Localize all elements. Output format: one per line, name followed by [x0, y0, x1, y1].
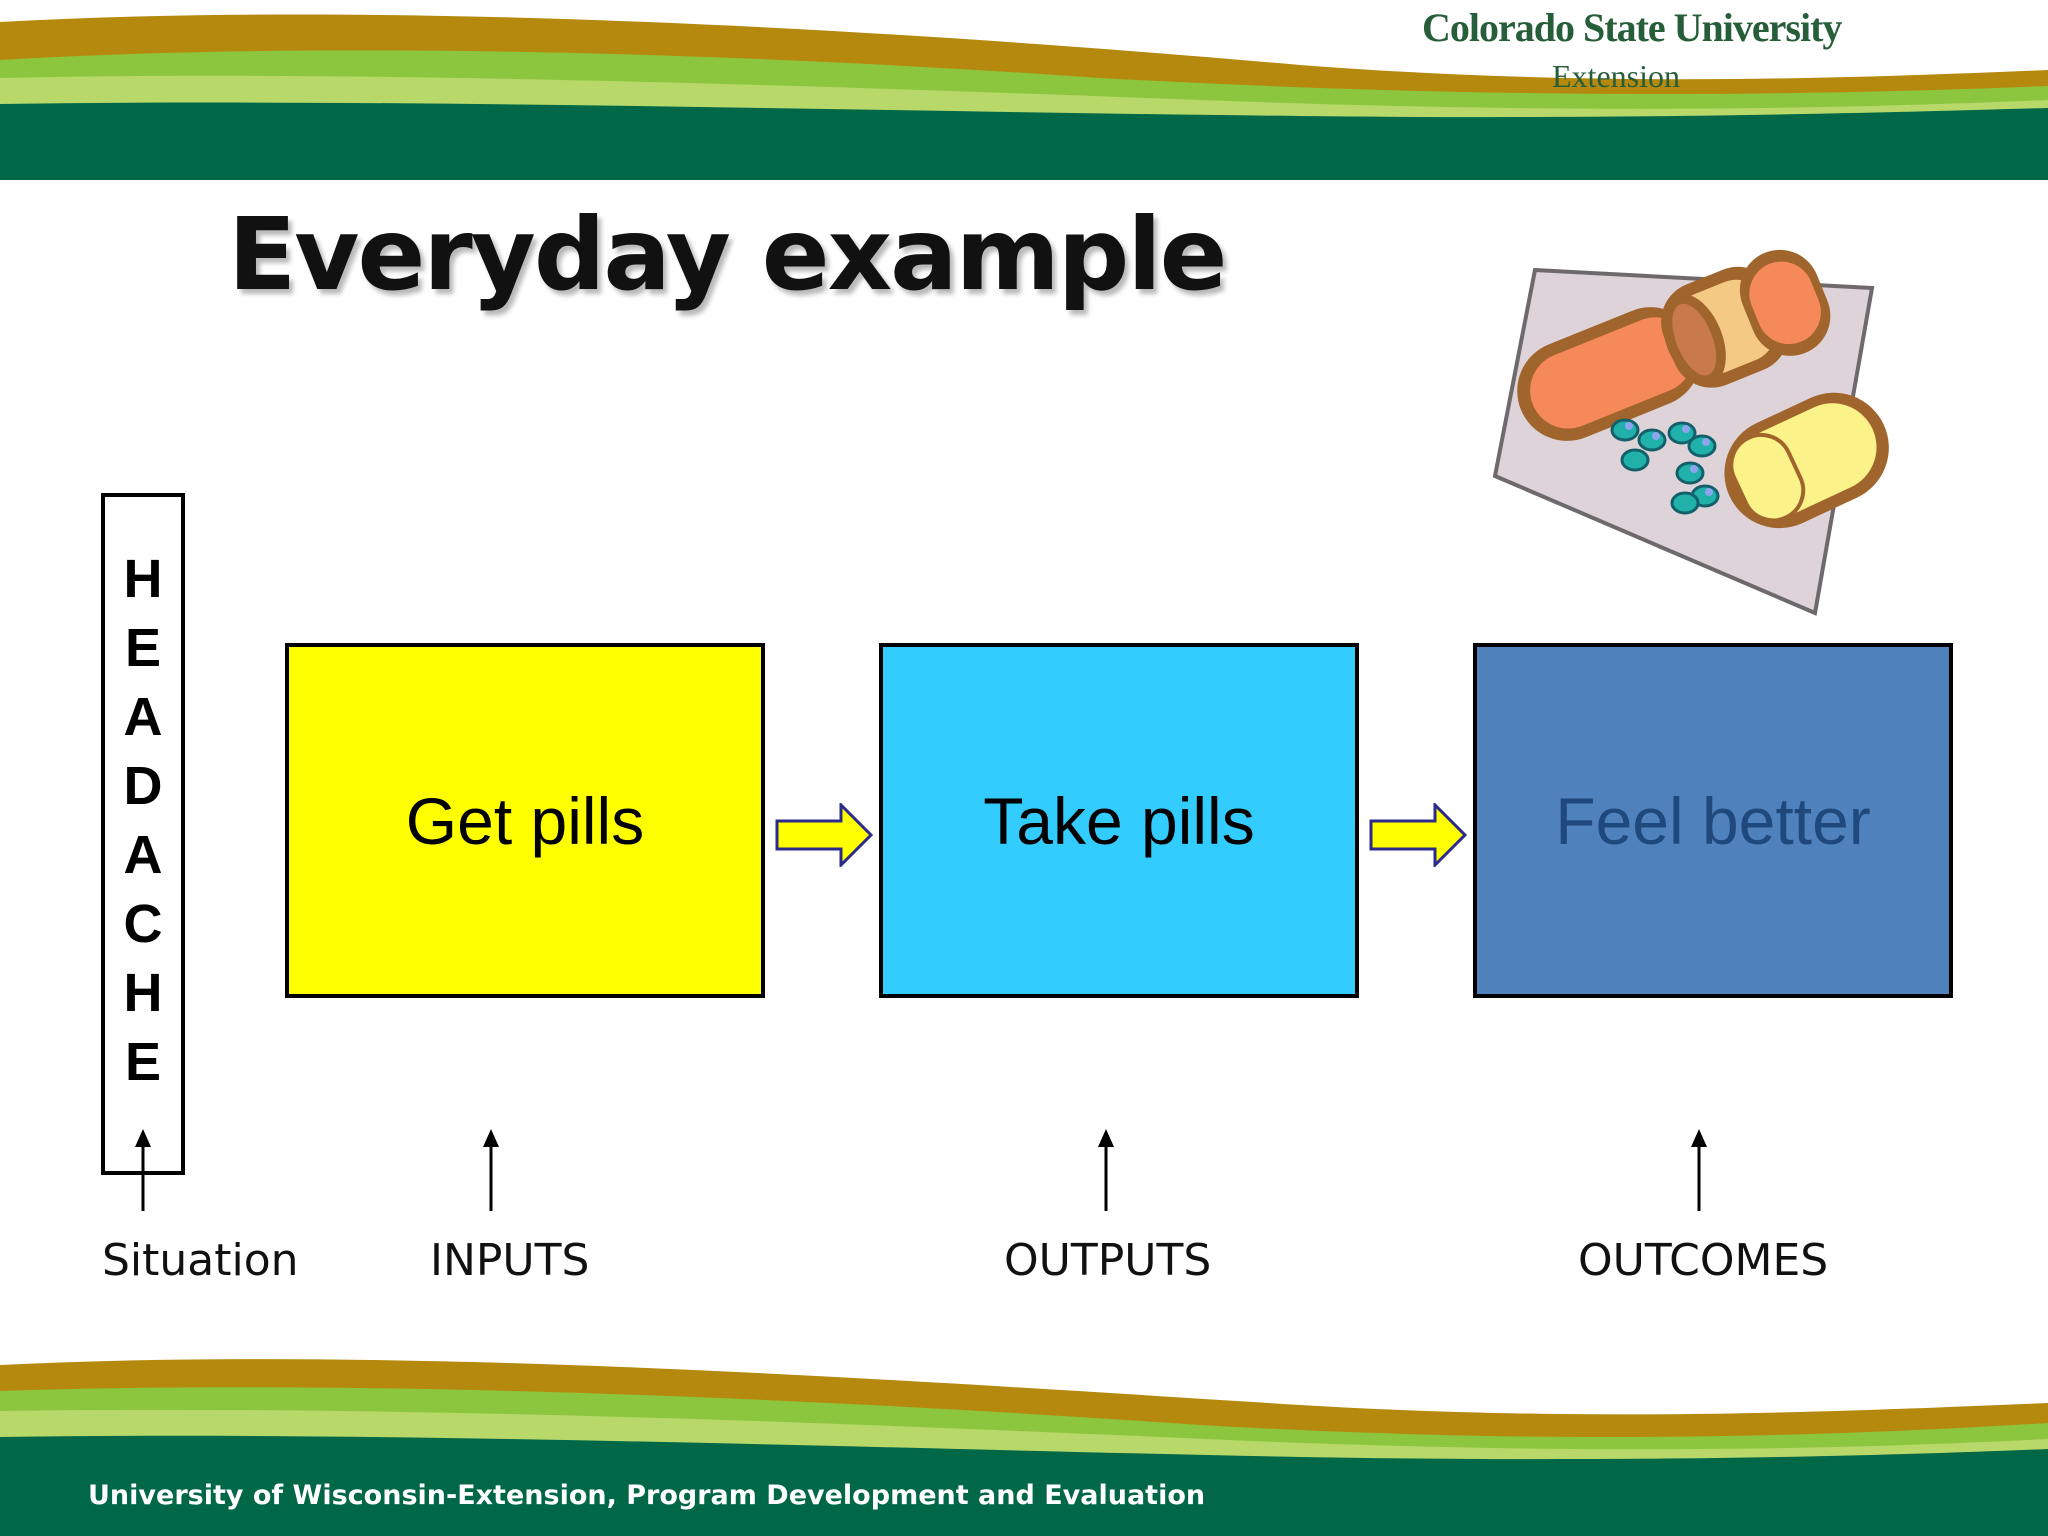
- situation-vertical-word: H E A D A C H E: [101, 545, 185, 1097]
- inputs-box: Get pills: [285, 643, 765, 998]
- slide-title: Everyday example: [228, 196, 1227, 313]
- block-arrow-right-icon: [1369, 803, 1467, 867]
- arrow-up-icon: [135, 1129, 151, 1211]
- block-arrow-right-icon: [775, 803, 873, 867]
- situation-letter: A: [123, 825, 163, 885]
- header-band: [0, 0, 2048, 180]
- outcomes-box-text: Feel better: [1555, 783, 1871, 858]
- situation-letter: E: [124, 1032, 162, 1092]
- outputs-box-text: Take pills: [983, 783, 1255, 858]
- situation-letter: D: [123, 756, 163, 816]
- situation-letter: C: [123, 894, 163, 954]
- inputs-box-text: Get pills: [405, 783, 645, 858]
- arrow-up-icon: [1691, 1129, 1707, 1211]
- csu-logo-text: Colorado State University: [1422, 5, 1842, 50]
- situation-letter: A: [123, 687, 163, 747]
- situation-letter: H: [123, 963, 163, 1023]
- footer-credit: University of Wisconsin-Extension, Progr…: [88, 1480, 1206, 1511]
- outcomes-label: OUTCOMES: [1578, 1235, 1829, 1286]
- outputs-box: Take pills: [879, 643, 1359, 998]
- footer-band: [0, 1345, 2048, 1536]
- outputs-label: OUTPUTS: [1004, 1235, 1212, 1286]
- situation-label: Situation: [102, 1235, 299, 1286]
- situation-letter: H: [123, 549, 163, 609]
- inputs-label: INPUTS: [430, 1235, 590, 1286]
- csu-extension-text: Extension: [1552, 58, 1680, 94]
- situation-letter: E: [124, 618, 162, 678]
- pills-bottle-icon: [1420, 228, 1900, 628]
- outcomes-box: Feel better: [1473, 643, 1953, 998]
- arrow-up-icon: [483, 1129, 499, 1211]
- arrow-up-icon: [1098, 1129, 1114, 1211]
